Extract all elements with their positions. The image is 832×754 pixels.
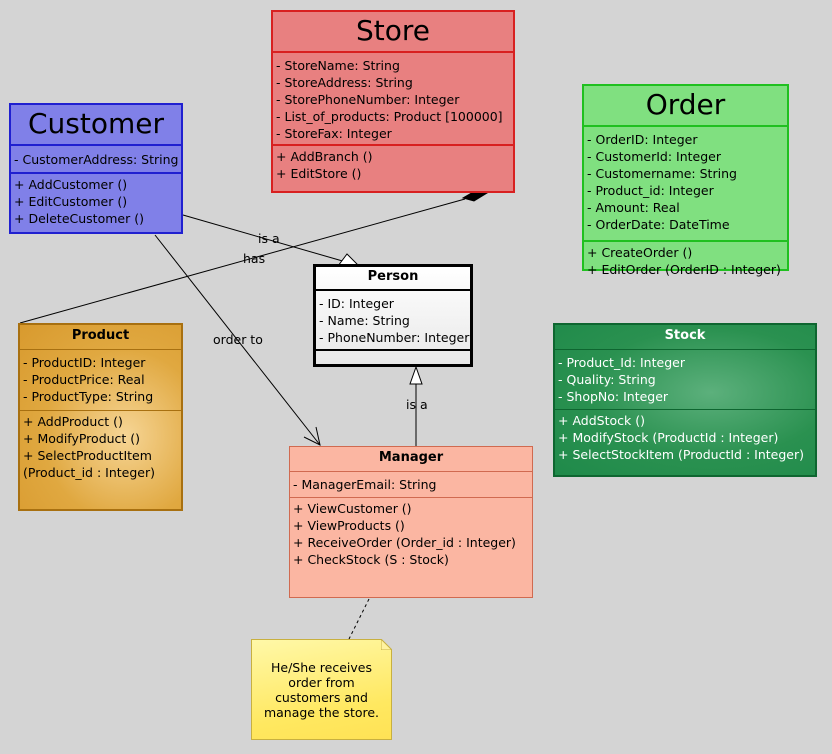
attribute: - ProductID: Integer — [23, 355, 146, 370]
attribute: - OrderDate: DateTime — [587, 217, 730, 232]
attribute: - StoreName: String — [276, 58, 400, 73]
label-order-to: order to — [213, 332, 263, 347]
operation: + CreateOrder () — [587, 245, 693, 260]
attribute: - PhoneNumber: Integer — [319, 330, 470, 345]
attribute: - Product_Id: Integer — [558, 355, 685, 370]
attribute: - Quality: String — [558, 372, 656, 387]
class-order-name: Order — [584, 86, 787, 127]
class-product[interactable]: Product - ProductID: Integer - ProductPr… — [18, 323, 183, 511]
class-customer-operations: + AddCustomer () + EditCustomer () + Del… — [11, 174, 181, 229]
label-manager-is-a: is a — [406, 397, 428, 412]
class-person-attributes: - ID: Integer - Name: String - PhoneNumb… — [316, 291, 470, 351]
note-anchor-line — [348, 598, 370, 640]
class-manager[interactable]: Manager - ManagerEmail: String + ViewCus… — [289, 446, 533, 598]
operation: + ViewCustomer () — [293, 501, 412, 516]
attribute: - Name: String — [319, 313, 410, 328]
class-customer[interactable]: Customer - CustomerAddress: String + Add… — [9, 103, 183, 234]
operation: + EditStore () — [276, 166, 362, 181]
note[interactable]: He/She receives order from customers and… — [251, 639, 392, 740]
customer-person-generalization-line — [182, 214, 347, 263]
operation: + AddCustomer () — [14, 177, 128, 192]
class-store[interactable]: Store - StoreName: String - StoreAddress… — [271, 10, 515, 193]
class-person-name: Person — [316, 267, 470, 291]
attribute: - StorePhoneNumber: Integer — [276, 92, 460, 107]
class-product-attributes: - ProductID: Integer - ProductPrice: Rea… — [20, 350, 181, 411]
manager-person-generalization-arrowhead — [409, 365, 423, 385]
class-store-name: Store — [273, 12, 513, 53]
operation: + ReceiveOrder (Order_id : Integer) — [293, 535, 516, 550]
operation: + AddProduct () — [23, 414, 123, 429]
attribute: - ID: Integer — [319, 296, 394, 311]
attribute: - CustomerAddress: String — [14, 152, 179, 167]
class-customer-name: Customer — [11, 105, 181, 146]
class-manager-attributes: - ManagerEmail: String — [290, 472, 532, 498]
operation: + CheckStock (S : Stock) — [293, 552, 449, 567]
class-order-operations: + CreateOrder () + EditOrder (OrderID : … — [584, 242, 787, 280]
operation: + EditOrder (OrderID : Integer) — [587, 262, 781, 277]
class-store-operations: + AddBranch () + EditStore () — [273, 146, 513, 184]
operation: + EditCustomer () — [14, 194, 128, 209]
attribute: - ProductType: String — [23, 389, 154, 404]
attribute: - ManagerEmail: String — [293, 477, 437, 492]
operation: + DeleteCustomer () — [14, 211, 144, 226]
operation: + SelectStockItem (ProductId : Integer) — [558, 447, 804, 462]
class-product-operations: + AddProduct () + ModifyProduct () + Sel… — [20, 411, 181, 483]
attribute: - Amount: Real — [587, 200, 680, 215]
customer-manager-arrowhead — [303, 426, 321, 446]
class-stock-operations: + AddStock () + ModifyStock (ProductId :… — [555, 410, 815, 465]
note-text: He/She receives order from customers and… — [263, 660, 380, 720]
class-product-name: Product — [20, 325, 181, 350]
class-stock-attributes: - Product_Id: Integer - Quality: String … — [555, 350, 815, 410]
label-store-has: has — [243, 251, 266, 266]
attribute: - OrderID: Integer — [587, 132, 698, 147]
class-person-operations — [316, 351, 470, 355]
customer-manager-association-line — [154, 234, 321, 446]
class-store-attributes: - StoreName: String - StoreAddress: Stri… — [273, 53, 513, 146]
operation: + ViewProducts () — [293, 518, 405, 533]
operation: + SelectProductItem (Product_id : Intege… — [23, 448, 155, 480]
class-manager-name: Manager — [290, 447, 532, 472]
operation: + AddStock () — [558, 413, 645, 428]
attribute: - CustomerId: Integer — [587, 149, 721, 164]
class-order[interactable]: Order - OrderID: Integer - CustomerId: I… — [582, 84, 789, 277]
class-order-attributes: - OrderID: Integer - CustomerId: Integer… — [584, 127, 787, 242]
attribute: - ProductPrice: Real — [23, 372, 145, 387]
attribute: - Product_id: Integer — [587, 183, 714, 198]
operation: + AddBranch () — [276, 149, 373, 164]
attribute: - ShopNo: Integer — [558, 389, 669, 404]
operation: + ModifyProduct () — [23, 431, 141, 446]
store-product-composition-line — [19, 198, 466, 324]
class-manager-operations: + ViewCustomer () + ViewProducts () + Re… — [290, 498, 532, 570]
class-stock[interactable]: Stock - Product_Id: Integer - Quality: S… — [553, 323, 817, 477]
operation: + ModifyStock (ProductId : Integer) — [558, 430, 779, 445]
class-customer-attributes: - CustomerAddress: String — [11, 146, 181, 174]
attribute: - StoreAddress: String — [276, 75, 413, 90]
attribute: - List_of_products: Product [100000] — [276, 109, 503, 124]
attribute: - StoreFax: Integer — [276, 126, 392, 141]
label-customer-is-a: is a — [258, 231, 280, 246]
class-person[interactable]: Person - ID: Integer - Name: String - Ph… — [313, 264, 473, 367]
attribute: - Customername: String — [587, 166, 737, 181]
class-stock-name: Stock — [555, 325, 815, 350]
